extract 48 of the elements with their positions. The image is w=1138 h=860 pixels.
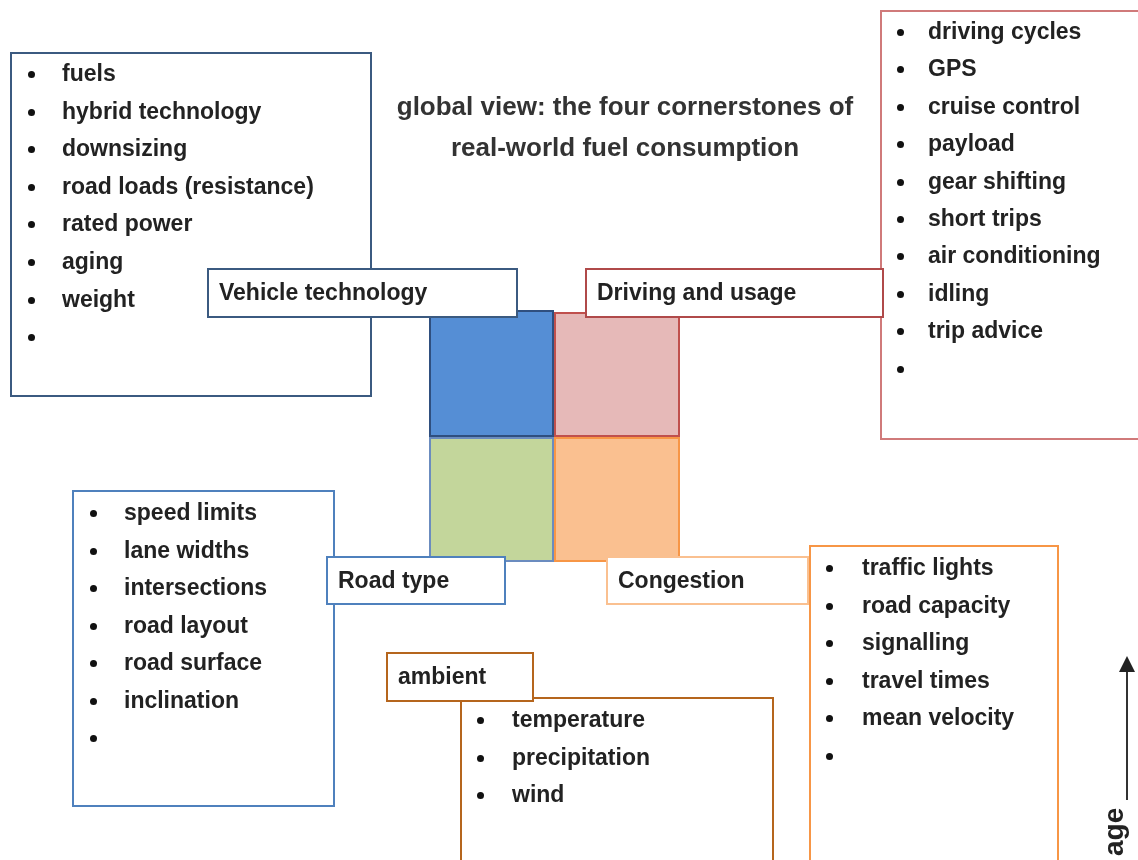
list-item: traffic lights: [862, 553, 994, 581]
list-item: road loads (resistance): [62, 171, 314, 200]
category-box: [326, 556, 506, 605]
category-label: Road type: [338, 567, 450, 594]
category-label: Driving and usage: [597, 279, 797, 306]
quadrant-square: [554, 312, 680, 437]
list-item: road surface: [124, 648, 263, 676]
list-item: signalling: [862, 628, 970, 656]
list-item: weight: [62, 284, 135, 313]
list-box: [460, 697, 774, 860]
list-item: cruise control: [928, 91, 1081, 120]
list-item: payload: [928, 129, 1015, 158]
list-item: GPS: [928, 54, 977, 83]
list-item: air conditioning: [928, 241, 1101, 270]
list-item: wind: [512, 780, 565, 808]
list-item: lane widths: [124, 535, 250, 564]
category-box: [207, 268, 518, 318]
list-item: short trips: [928, 204, 1042, 232]
list-item: gear shifting: [928, 166, 1066, 195]
list-box: [809, 545, 1059, 860]
list-item: aging: [62, 247, 124, 275]
list-item: inclination: [124, 685, 239, 714]
list-item: temperature: [512, 705, 645, 733]
list-item: driving cycles: [928, 17, 1082, 45]
list-item: trip advice: [928, 316, 1044, 345]
category-box: [606, 556, 809, 605]
quadrant-square: [429, 437, 554, 562]
list-item: road capacity: [862, 590, 1011, 619]
list-item: speed limits: [124, 498, 257, 526]
category-label: ambient: [398, 663, 487, 690]
list-item: fuels: [62, 59, 116, 87]
list-item: hybrid technology: [62, 96, 262, 125]
list-item: downsizing: [62, 134, 188, 163]
list-item: precipitation: [512, 742, 650, 771]
list-item: road layout: [124, 610, 248, 639]
category-label: Congestion: [618, 567, 745, 594]
quadrant-square: [554, 437, 680, 562]
list-item: idling: [928, 278, 990, 307]
category-box: [585, 268, 884, 318]
list-item: intersections: [124, 573, 268, 601]
category-label: Vehicle technology: [219, 279, 428, 306]
list-item: rated power: [62, 209, 193, 238]
category-box: [386, 652, 534, 702]
diagram-title: global view: the four cornerstones of real-world fuel consumption: [395, 90, 855, 164]
list-item: mean velocity: [862, 703, 1015, 731]
quadrant-square: [429, 310, 554, 437]
axis-label: age: [1098, 807, 1130, 856]
list-item: travel times: [862, 665, 990, 694]
